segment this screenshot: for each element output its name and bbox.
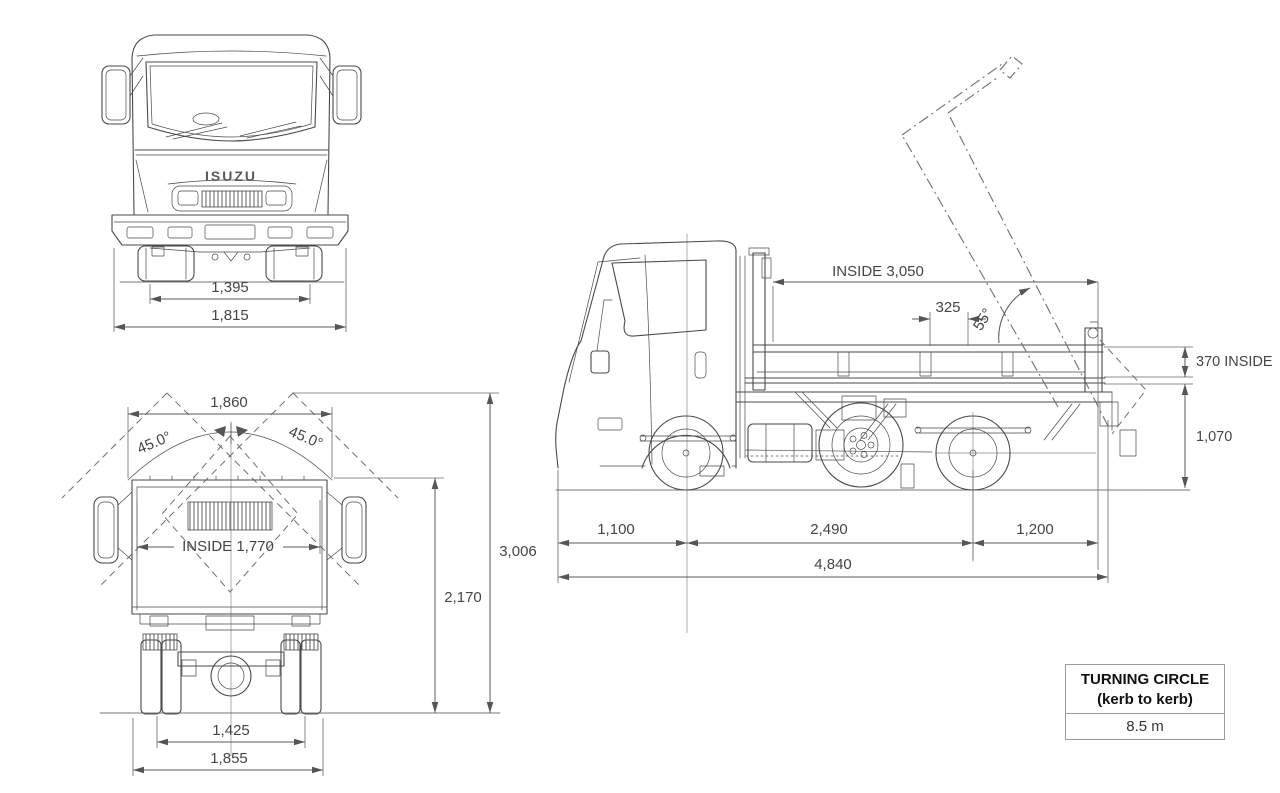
dim-tipped-height-label: 3,006 <box>499 543 537 560</box>
front-view: 1,395 1,815 ISUZU <box>101 34 362 332</box>
front-view-dimensions: 1,395 1,815 <box>113 248 347 332</box>
side-view-chassis <box>639 391 1137 489</box>
dim-tip-angle-right-label: 45.0° <box>286 423 325 452</box>
dim-front-overhang-label: 1,100 <box>597 521 635 538</box>
front-view-cab <box>101 34 362 262</box>
rear-view-tipping-envelope <box>61 392 399 593</box>
dim-inside-depth-label: 370 INSIDE <box>1196 354 1273 370</box>
dim-rear-track-label: 1,425 <box>212 722 250 739</box>
turning-circle-subtitle: (kerb to kerb) <box>1097 690 1193 708</box>
side-view-body <box>744 247 1106 393</box>
dim-body-height-label: 2,170 <box>444 589 482 606</box>
side-view-tipped-body <box>901 55 1147 435</box>
front-view-wheels <box>119 245 345 283</box>
dim-tip-angle-label: 55° <box>970 305 996 333</box>
rear-view: 1,860 45.0° 45.0° INSIDE 1,770 2,170 3,0… <box>61 392 537 776</box>
turning-circle-header: TURNING CIRCLE (kerb to kerb) <box>1066 665 1224 714</box>
spare-wheel <box>818 402 904 488</box>
rear-view-dimensions: 1,860 45.0° 45.0° INSIDE 1,770 2,170 3,0… <box>127 392 537 776</box>
dim-inside-width-label: INSIDE 1,770 <box>182 538 274 555</box>
turning-circle-title: TURNING CIRCLE <box>1080 671 1210 688</box>
isuzu-badge: ISUZU <box>205 168 257 184</box>
side-view-wheels <box>555 402 1191 491</box>
dim-rear-overall-width-label: 1,855 <box>210 750 248 767</box>
dim-body-top-width-label: 1,860 <box>210 394 248 411</box>
turning-circle-value: 8.5 m <box>1126 718 1164 735</box>
dim-front-overall-width-label: 1,815 <box>211 307 249 324</box>
side-view-cab <box>555 240 746 477</box>
side-view: INSIDE 3,050 325 55° 370 INSIDE 1,070 1,… <box>555 55 1273 633</box>
dim-front-track-label: 1,395 <box>211 279 249 296</box>
rear-view-undercarriage <box>99 613 501 715</box>
dim-overall-length-label: 4,840 <box>814 556 852 573</box>
dim-rear-overhang-label: 1,200 <box>1016 521 1054 538</box>
dim-hinge-offset-label: 325 <box>935 299 960 316</box>
rear-view-body <box>93 475 367 615</box>
dim-tip-angle-left-label: 45.0° <box>135 428 174 457</box>
dim-wheelbase-label: 2,490 <box>810 521 848 538</box>
dim-inside-length-label: INSIDE 3,050 <box>832 263 924 280</box>
dim-floor-height-label: 1,070 <box>1196 429 1232 445</box>
turning-circle-table: TURNING CIRCLE (kerb to kerb) 8.5 m <box>1065 664 1225 740</box>
